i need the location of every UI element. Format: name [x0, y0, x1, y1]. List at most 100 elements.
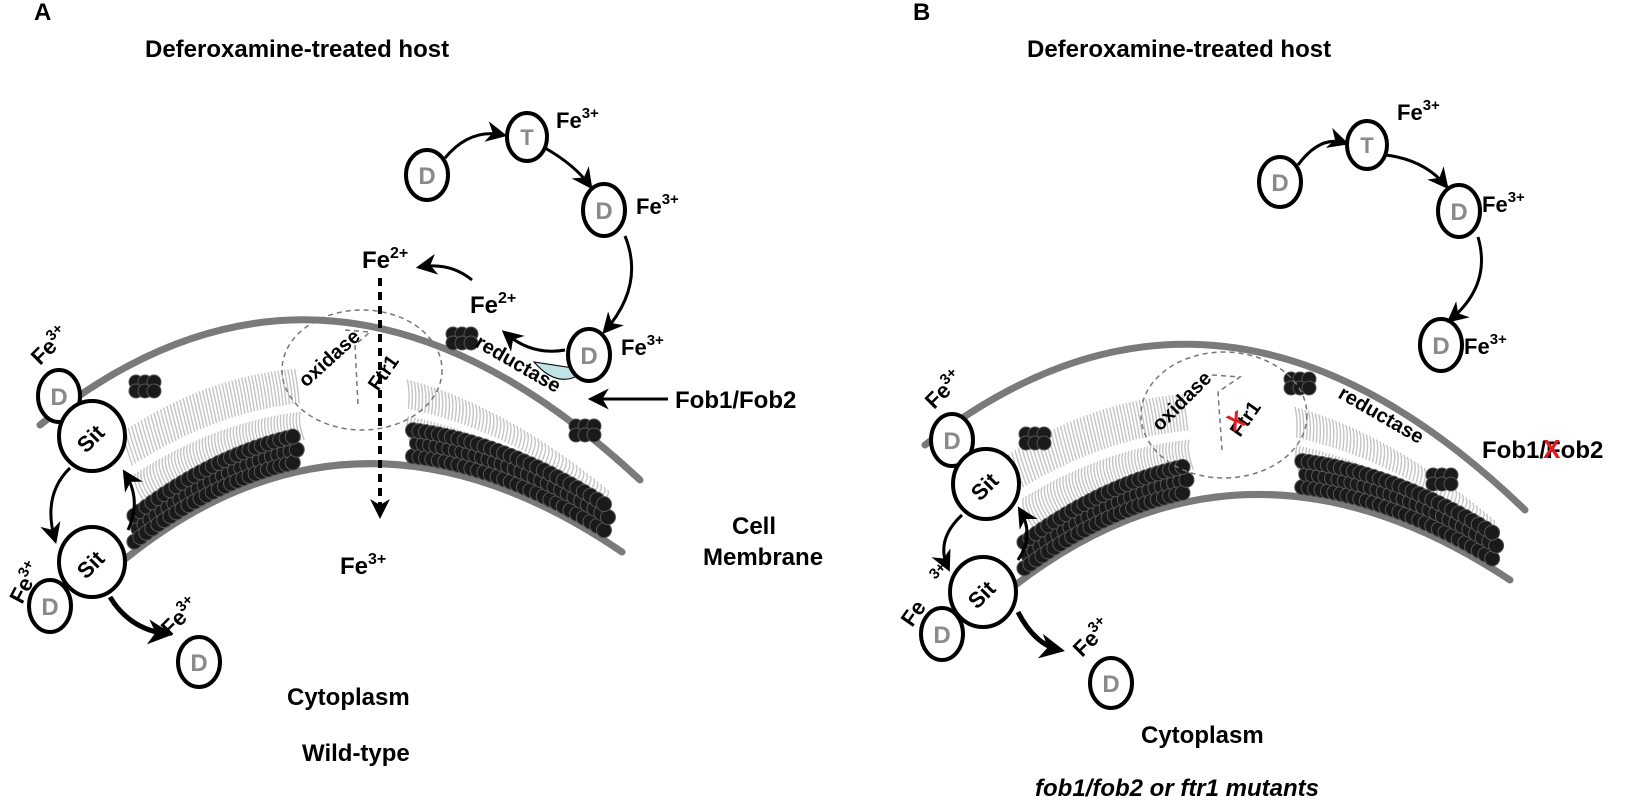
- lipid-tail: [221, 383, 230, 419]
- lipid-tail: [1074, 470, 1085, 501]
- lipid-tail: [1317, 414, 1322, 444]
- lipid-tail: [1076, 418, 1087, 456]
- panel-b-export-arrow: [1015, 610, 1065, 659]
- lipid-tail: [162, 407, 174, 443]
- lipid-tail: [504, 419, 509, 443]
- lipid-tail: [453, 395, 458, 422]
- lipid-tail: [480, 407, 485, 432]
- panel-a-fe3-cytoplasm: Fe3+: [340, 551, 386, 580]
- membrane-particle: [284, 428, 301, 445]
- panel-a-complex-divider: [344, 329, 372, 406]
- panel-a-fe3-d1: Fe3+: [636, 191, 679, 219]
- lipid-tail: [1043, 485, 1055, 516]
- lipid-tail: [463, 399, 468, 426]
- lipid-tail: [1046, 483, 1058, 514]
- lipid-tail: [1072, 420, 1084, 458]
- panel-b-sit-arrow-down: [931, 513, 964, 572]
- lipid-tail: [146, 465, 157, 495]
- lipid-tail: [1108, 407, 1119, 445]
- lipid-tail: [551, 449, 557, 468]
- panel-b-fe3-d1: Fe3+: [1482, 189, 1525, 217]
- lipid-tail: [1115, 405, 1125, 443]
- lipid-tail: [1028, 494, 1040, 524]
- lipid-tail: [166, 405, 177, 441]
- lipid-tail: [1378, 441, 1382, 466]
- lipid-tail: [254, 374, 262, 410]
- lipid-tail: [406, 379, 410, 410]
- panel-a-fob-label: Fob1/Fob2: [675, 387, 796, 414]
- lipid-tail: [517, 427, 523, 449]
- lipid-tail: [169, 404, 180, 440]
- panel-a-caption: Wild-type: [302, 740, 410, 767]
- lipid-tail: [1181, 394, 1189, 431]
- lipid-tail: [1040, 487, 1052, 517]
- lipid-tail: [1391, 448, 1396, 472]
- panel-a-oxidase-label: oxidase: [295, 326, 365, 392]
- lipid-tail: [1361, 432, 1365, 459]
- panel-a-cytoplasm-label: Cytoplasm: [287, 684, 410, 711]
- lipid-tail: [179, 399, 190, 435]
- lipid-tail: [1411, 460, 1416, 482]
- lipid-tail: [1059, 477, 1070, 508]
- lipid-tail: [483, 409, 488, 434]
- lipid-tail: [1138, 399, 1147, 438]
- membrane-particle: [1443, 476, 1459, 492]
- lipid-tail: [1059, 425, 1071, 463]
- lipid-tail: [1052, 480, 1064, 511]
- lipid-tail: [413, 381, 417, 411]
- lipid-tail: [1341, 423, 1345, 451]
- panel-a-sit-transporters: D Fe3+ Sit Sit D Fe3+ D Fe3+: [4, 320, 222, 689]
- lipid-tail: [1328, 417, 1332, 447]
- lipid-tail: [1375, 439, 1379, 465]
- lipid-tail: [1158, 396, 1166, 434]
- panel-a-d-fe-bound: [566, 327, 612, 383]
- lipid-tail: [152, 462, 163, 491]
- lipid-tail: [1345, 424, 1348, 453]
- lipid-tail: [167, 453, 178, 483]
- lipid-tail: [493, 414, 498, 438]
- lipid-tail: [460, 398, 464, 425]
- membrane-particle: [146, 383, 162, 399]
- membrane-particle: [1036, 435, 1052, 451]
- lipid-tail: [1062, 475, 1073, 507]
- lipid-tail: [175, 401, 186, 437]
- panel-b-t-letter: T: [1360, 133, 1374, 158]
- panel-b-fe3-d2: Fe3+: [1464, 331, 1507, 359]
- panel-a-d-letter: D: [50, 384, 67, 411]
- panel-b-cytoplasm-label: Cytoplasm: [1141, 722, 1264, 749]
- panel-b-d-inner: [919, 606, 965, 662]
- lipid-tail: [257, 373, 265, 410]
- panel-b-letter: B: [913, 0, 930, 26]
- panel-b-sit-arrow-up: [1016, 506, 1038, 561]
- lipid-tail: [143, 467, 154, 497]
- lipid-tail: [1055, 478, 1067, 510]
- lipid-tail: [227, 381, 237, 417]
- panel-a-fe3-t: Fe3+: [556, 105, 599, 133]
- panel-b-deferoxamine-free: [1257, 155, 1303, 209]
- panel-a-cycle-arrow-3: [602, 235, 634, 335]
- lipid-tail: [140, 469, 151, 498]
- lipid-tail: [1421, 467, 1427, 488]
- panel-a-title: Deferoxamine-treated host: [145, 36, 449, 63]
- panel-a: A Deferoxamine-treated host oxidase Ftr1…: [4, 0, 823, 767]
- lipid-tail: [1085, 414, 1097, 453]
- lipid-tail: [510, 423, 516, 446]
- lipid-tail: [420, 383, 424, 413]
- lipid-tail: [1300, 408, 1305, 440]
- lipid-tail: [260, 373, 268, 409]
- lipid-tail: [298, 411, 305, 441]
- lipid-tail: [1105, 408, 1116, 446]
- lipid-tail: [1079, 417, 1090, 455]
- panel-a-d-letter: D: [580, 343, 597, 370]
- lipid-tail: [244, 376, 252, 413]
- lipid-tail: [1178, 394, 1186, 432]
- lipid-tail: [1174, 394, 1182, 432]
- lipid-tail: [211, 386, 221, 422]
- panel-b-cycle-arrow-1: [1296, 127, 1350, 166]
- lipid-tail: [1071, 471, 1082, 503]
- panel-a-d-letter: D: [595, 198, 612, 225]
- lipid-tail: [433, 387, 437, 416]
- lipid-tail: [1307, 410, 1312, 441]
- lipid-tail: [1017, 448, 1031, 484]
- lipid-tail: [457, 396, 461, 423]
